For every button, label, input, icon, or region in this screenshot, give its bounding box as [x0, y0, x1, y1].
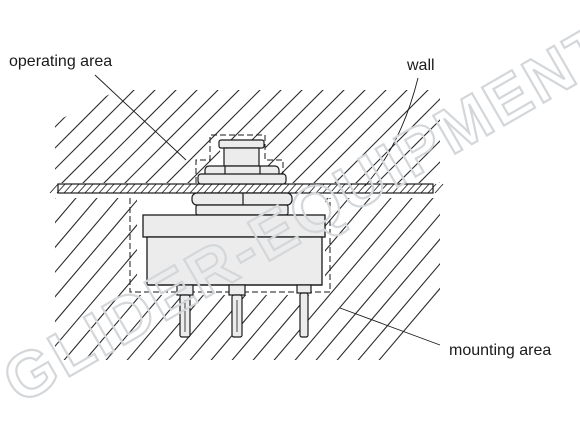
push-button-cap	[218, 139, 265, 167]
operating-area-leader	[94, 74, 187, 161]
terminal-right	[296, 284, 312, 338]
switch-body	[142, 214, 326, 286]
threaded-bushing	[191, 165, 293, 216]
mounting-area-leader	[339, 307, 441, 346]
operating-area-hatch	[55, 90, 440, 183]
mounting-area-label: mounting area	[449, 342, 551, 359]
terminal-middle	[228, 284, 246, 338]
operating-area-outline	[195, 134, 284, 183]
operating-area-label: operating area	[9, 53, 112, 70]
wall-label: wall	[406, 57, 435, 74]
terminal-left	[176, 284, 194, 338]
wall-leader	[364, 77, 419, 187]
